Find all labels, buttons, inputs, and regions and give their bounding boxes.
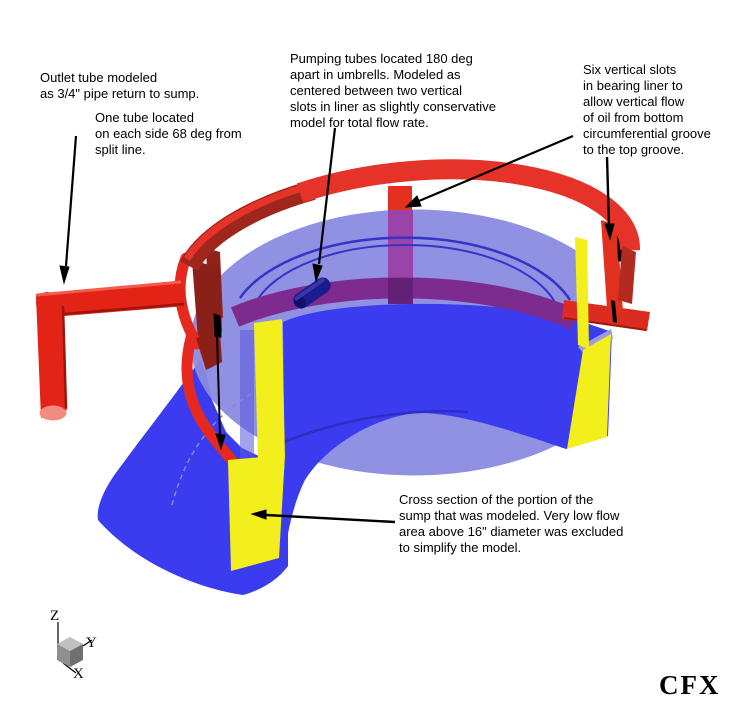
arrowhead bbox=[312, 263, 323, 283]
outlet-pipe bbox=[36, 280, 186, 421]
inner-bottom-arc bbox=[259, 410, 469, 454]
annotation-cross-section: Cross section of the portion of the sump… bbox=[399, 492, 624, 555]
top-groove-band-rim bbox=[184, 180, 317, 261]
sump-model bbox=[36, 159, 650, 595]
leader-split-line bbox=[213, 313, 226, 451]
slot-groove-overlap bbox=[388, 278, 413, 304]
arrowhead bbox=[215, 433, 226, 451]
axis-z-label: Z bbox=[50, 608, 59, 624]
leader-slot-right bbox=[604, 156, 615, 241]
cut-face-right-slab bbox=[567, 334, 611, 449]
annotation-outlet-tube: Outlet tube modeled as 3/4" pipe return … bbox=[40, 70, 200, 101]
axis-x-label: X bbox=[73, 666, 84, 682]
pumping-tube bbox=[293, 277, 331, 309]
hidden-edge-arc bbox=[171, 391, 255, 506]
cfx-logo: CFX bbox=[659, 670, 721, 700]
arrowhead bbox=[604, 223, 615, 241]
cut-face-right-strip bbox=[575, 237, 589, 349]
leader-split-bar bbox=[213, 313, 222, 338]
triad-cube-right bbox=[70, 644, 83, 667]
cut-face-right bbox=[567, 237, 613, 449]
outlet-pipe-horizontal bbox=[36, 281, 186, 318]
inner-groove-arc-1 bbox=[238, 236, 572, 301]
arrowhead bbox=[250, 509, 267, 520]
outlet-pipe-vertical-shade bbox=[61, 305, 68, 409]
leader-outlet-tube bbox=[59, 135, 78, 285]
bottom-groove-end-shadow bbox=[196, 332, 222, 370]
vertical-slot-top-red bbox=[388, 186, 412, 212]
inner-groove-arc-2 bbox=[255, 243, 557, 305]
outlet-pipe-vertical bbox=[36, 296, 67, 418]
leader-slot-top bbox=[404, 134, 574, 208]
leader-cross-section bbox=[250, 509, 396, 524]
arrowhead bbox=[59, 265, 70, 285]
axis-triad: Z Y X bbox=[50, 608, 97, 682]
outlet-pipe-horizontal-highlight bbox=[36, 280, 182, 297]
annotation-vertical-slots: Six vertical slots in bearing liner to a… bbox=[583, 62, 711, 157]
top-groove-band-shadow bbox=[180, 180, 316, 271]
top-groove-band bbox=[296, 159, 641, 251]
leader-lines bbox=[59, 127, 615, 524]
bottom-groove-front-left bbox=[181, 332, 240, 469]
leader-pumping-tube bbox=[312, 127, 337, 283]
slot-right-edge-tick-2 bbox=[611, 300, 617, 323]
sump-wall-front bbox=[283, 303, 612, 556]
axis-y-label: Y bbox=[86, 635, 97, 651]
annotation-one-tube: One tube located on each side 68 deg fro… bbox=[95, 110, 242, 157]
outlet-pipe-cap bbox=[39, 405, 67, 421]
arrowhead bbox=[404, 195, 422, 208]
triad-cube-left bbox=[57, 644, 70, 667]
annotation-pumping-tubes: Pumping tubes located 180 deg apart in u… bbox=[290, 51, 496, 130]
cut-face-left-strip bbox=[254, 319, 285, 461]
top-groove-right-end bbox=[618, 246, 636, 304]
top-face-shade bbox=[240, 330, 254, 460]
